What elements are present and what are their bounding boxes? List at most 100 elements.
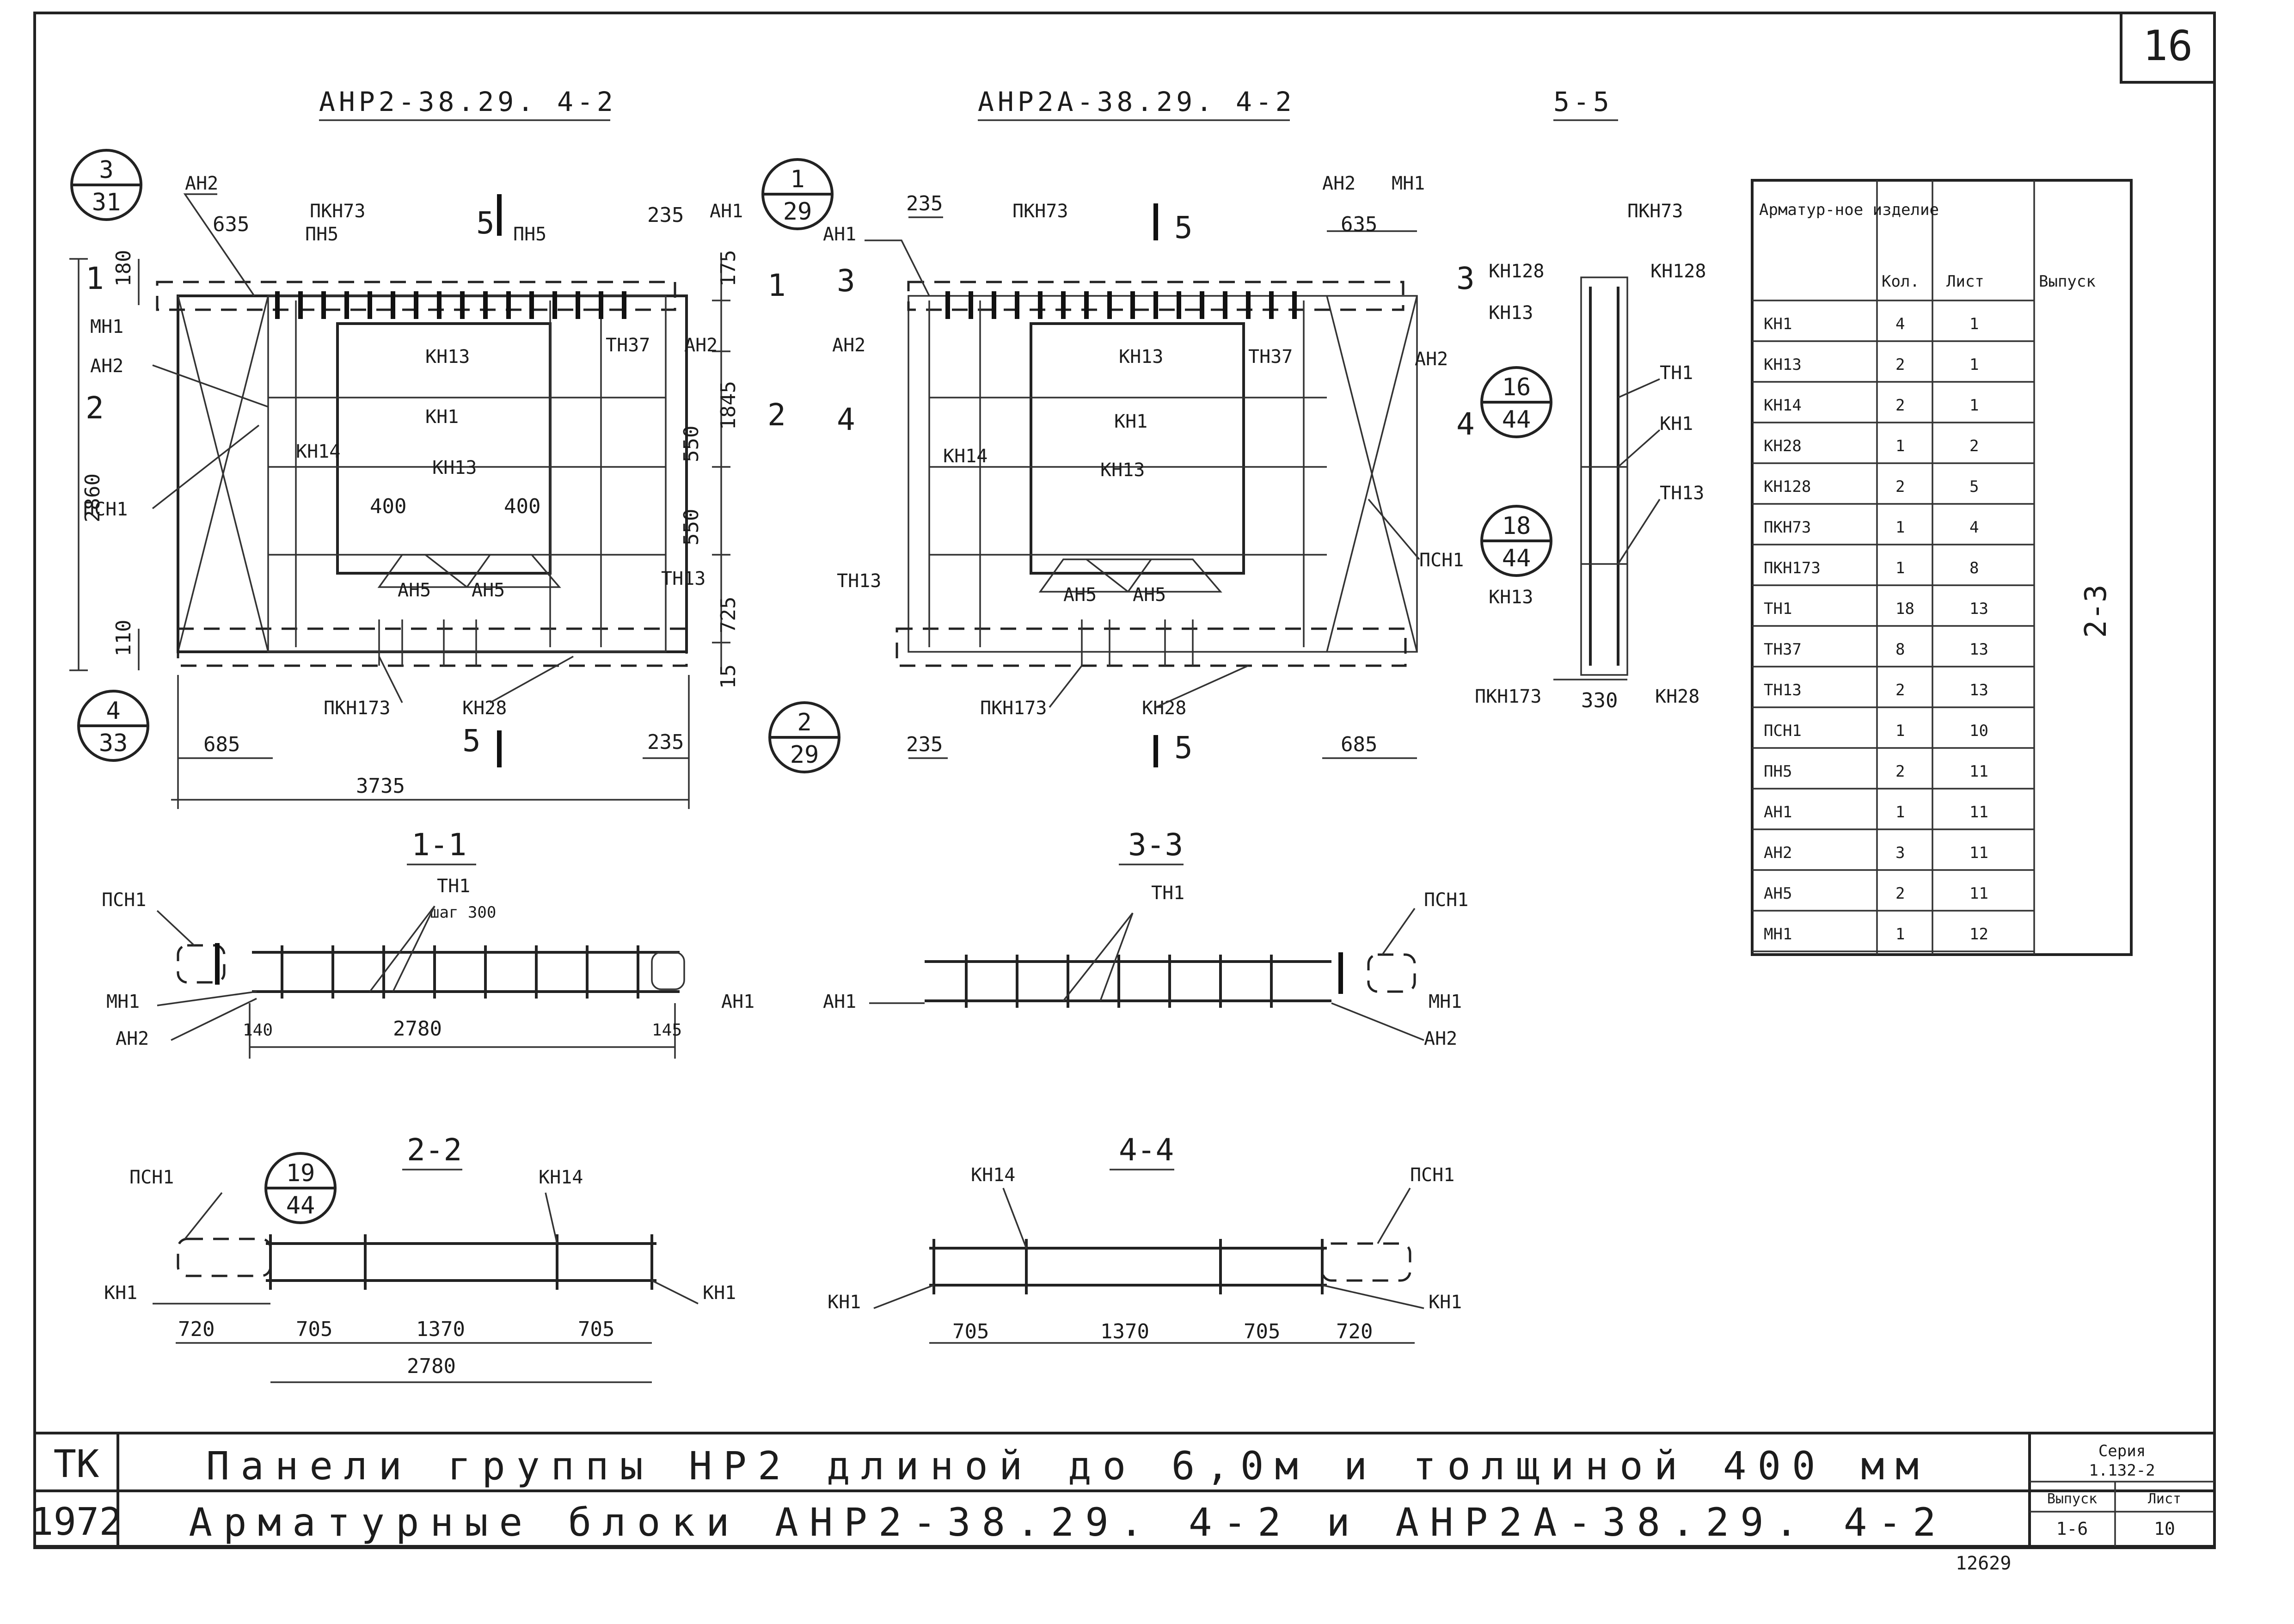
callout-18-44: 18 44 [1480, 505, 1552, 577]
dim-400-right: 400 [504, 495, 540, 518]
table-cell: 11 [1969, 803, 1988, 821]
dim-235-b-top: 235 [906, 192, 943, 215]
section-5-5-title: 5-5 [1553, 86, 1613, 117]
table-cell: 2 [1895, 355, 1905, 374]
dim-1370-22: 1370 [416, 1318, 465, 1341]
label-pch1-a: ПСН1 [83, 499, 128, 520]
table-cell: 4 [1895, 315, 1905, 333]
spec-table: Арматур-ное изделие Кол. Лист Выпуск 2-3… [1751, 179, 2133, 956]
label-pkh73-55: ПКН73 [1627, 201, 1683, 222]
table-cell: ПКН173 [1764, 559, 1821, 577]
mark-5-b-bottom: 5 [1174, 730, 1193, 766]
callout-16-44: 16 44 [1480, 366, 1552, 438]
table-cell: 1 [1895, 437, 1905, 455]
label-th13-a: ТН13 [661, 568, 705, 589]
mark-5-b-top: 5 [1174, 210, 1193, 245]
label-kh14-22: КН14 [539, 1167, 583, 1188]
table-cell: ТН13 [1764, 681, 1802, 699]
dim-3735: 3735 [356, 774, 405, 798]
sheet-number: 16 [2143, 22, 2193, 70]
label-ah1-11: АН1 [721, 991, 754, 1012]
table-cell: КН14 [1764, 396, 1802, 415]
label-kh1-44-right: КН1 [1429, 1292, 1462, 1313]
table-cell: 4 [1969, 518, 1979, 537]
label-mh1-a: МН1 [90, 316, 123, 337]
label-kh28-55: КН28 [1655, 686, 1699, 707]
table-cell: 2 [1895, 762, 1905, 781]
series-value: 1.132-2 [2089, 1461, 2155, 1480]
dim-1845: 1845 [717, 381, 740, 430]
table-cell: ТН1 [1764, 600, 1792, 618]
table-cell: ПКН73 [1764, 518, 1811, 537]
series-label: Серия [2098, 1442, 2146, 1460]
dim-175: 175 [717, 250, 740, 287]
mark-1-left: 1 [86, 261, 104, 296]
label-kh128-55-left: КН128 [1489, 261, 1544, 282]
svg-text:44: 44 [1502, 545, 1531, 572]
mark-2-right: 2 [767, 397, 786, 433]
table-cell: 2 [1895, 681, 1905, 699]
dim-1370-44: 1370 [1100, 1320, 1149, 1343]
label-ah2-a: АН2 [90, 355, 123, 377]
label-kh1-44-left: КН1 [828, 1292, 861, 1313]
table-cell: КН13 [1764, 355, 1802, 374]
table-cell: 11 [1969, 762, 1988, 781]
dim-635-b: 635 [1341, 213, 1377, 236]
svg-text:2: 2 [797, 709, 811, 736]
callout-4-33: 4 33 [77, 690, 149, 762]
label-ah1-a: АН1 [710, 201, 743, 222]
label-ph5-right: ПН5 [513, 224, 546, 245]
dim-705-22-left: 705 [296, 1318, 332, 1341]
callout-2-29: 2 29 [768, 701, 840, 773]
table-cell: 1 [1895, 518, 1905, 537]
table-cell: 1 [1895, 925, 1905, 944]
label-th13-55: ТН13 [1660, 483, 1704, 504]
mark-1-right: 1 [767, 268, 786, 303]
table-cell: АН5 [1764, 884, 1792, 903]
label-ah1-33: АН1 [823, 991, 856, 1012]
section-1-1: 1-1 2780 140 145 ТН1 шаг 300 ПСН1 МН1 АН… [102, 827, 754, 1059]
table-cell: МН1 [1764, 925, 1792, 944]
dim-15: 15 [717, 664, 740, 689]
label-kh128-55-right: КН128 [1650, 261, 1706, 282]
label-th37-a: ТН37 [606, 335, 650, 356]
label-th13-b: ТН13 [837, 570, 881, 592]
label-mh1-11: МН1 [106, 991, 140, 1012]
section-4-4: 4-4 705 1370 705 720 КН14 ПСН1 КН1 КН1 [828, 1132, 1462, 1344]
table-cell: ПСН1 [1764, 722, 1802, 740]
archive-stamp: 12629 [1956, 1553, 2011, 1574]
label-mh1-b: МН1 [1392, 173, 1425, 194]
section-3-3-stirrups [965, 955, 1273, 1008]
table-cell: 2 [1895, 478, 1905, 496]
dim-2860: 2860 [81, 473, 104, 522]
label-kh1-a: КН1 [425, 406, 459, 428]
dim-635-a: 635 [213, 213, 249, 236]
dim-140: 140 [243, 1021, 273, 1040]
table-cell: 13 [1969, 681, 1988, 699]
dim-720-22: 720 [178, 1318, 215, 1341]
table-cell: 10 [1969, 722, 1988, 740]
label-kh13-55-lower: КН13 [1489, 587, 1533, 608]
section-5-5: 330 ПКН73 КН128 КН128 КН13 ТН1 КН1 ТН13 … [1475, 201, 1706, 712]
svg-text:19: 19 [286, 1159, 315, 1187]
label-mh1-33: МН1 [1429, 991, 1462, 1012]
plan-a-top-rebars [275, 291, 626, 319]
label-ph5-left: ПН5 [305, 224, 338, 245]
label-ah2-b-right: АН2 [1415, 349, 1448, 370]
label-pch1-44: ПСН1 [1410, 1164, 1454, 1186]
label-pkh173-55: ПКН173 [1475, 686, 1542, 707]
table-cell: 3 [1895, 844, 1905, 862]
title-block-year: 1972 [31, 1500, 122, 1544]
label-kh13-a-mid: КН13 [432, 457, 477, 478]
table-cell: 13 [1969, 600, 1988, 618]
mark-2-left: 2 [86, 390, 104, 426]
label-kh13-b-mid: КН13 [1100, 460, 1145, 481]
table-cell: КН28 [1764, 437, 1802, 455]
label-pkh173-b: ПКН173 [980, 698, 1047, 719]
label-pch1-b: ПСН1 [1419, 550, 1464, 571]
table-cell: 12 [1969, 925, 1988, 944]
sheet-value: 10 [2154, 1519, 2175, 1539]
label-ah2-b-top: АН2 [1322, 173, 1356, 194]
label-th1-11: ТН1 [437, 876, 470, 897]
